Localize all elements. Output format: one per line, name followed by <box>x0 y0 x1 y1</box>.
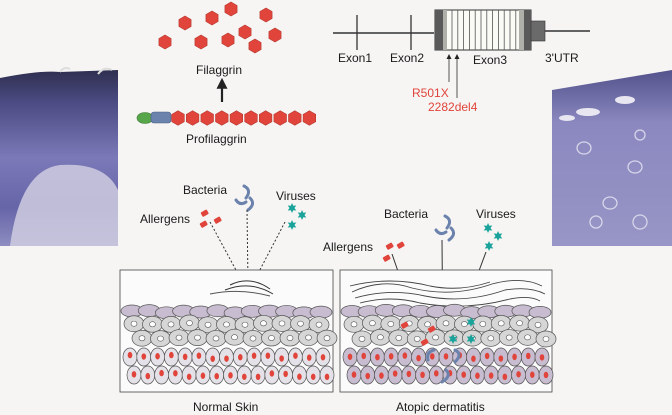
filaggrin-repeat <box>215 110 229 126</box>
histology-normal-image <box>0 67 118 246</box>
virus-icon <box>297 210 307 220</box>
s100-domain <box>136 112 154 124</box>
filaggrin-monomer <box>248 38 262 54</box>
filaggrin-monomer <box>178 15 192 31</box>
atopic-viruses <box>483 223 503 251</box>
filaggrin-monomer <box>158 34 172 50</box>
filaggrin-monomer <box>194 34 208 50</box>
b-domain <box>150 111 172 124</box>
filaggrin-monomer <box>205 10 219 26</box>
normal-skin-caption: Normal Skin <box>193 400 259 414</box>
normal-allergens-label: Allergens <box>140 212 191 226</box>
utr-label: 3'UTR <box>545 51 579 65</box>
normal-allergens <box>199 209 222 228</box>
filaggrin-repeat <box>288 110 302 126</box>
filaggrin-monomer <box>259 7 273 23</box>
virus-icon <box>483 223 493 233</box>
atopic-allergens-label: Allergens <box>323 240 374 254</box>
profilaggrin-label: Profilaggrin <box>186 132 247 146</box>
utr-block <box>530 20 546 42</box>
mutation-2282del4-label: 2282del4 <box>428 100 478 114</box>
normal-viruses-label: Viruses <box>276 189 316 203</box>
filaggrin-repeat <box>229 110 243 126</box>
exon3-block <box>434 9 532 51</box>
atopic-bacteria-label: Bacteria <box>384 207 429 221</box>
virus-icon <box>287 220 297 230</box>
filaggrin-repeat <box>186 110 200 126</box>
normal-bacteria <box>234 184 255 212</box>
filaggrin-monomer <box>224 1 238 17</box>
filaggrin-monomers <box>158 1 282 54</box>
normal-viruses <box>287 203 307 230</box>
filaggrin-repeat <box>244 110 258 126</box>
normal-skin-panel <box>119 269 338 393</box>
filaggrin-repeat <box>258 110 273 126</box>
profilaggrin-chain <box>136 110 317 126</box>
virus-icon <box>493 231 503 241</box>
flg-gene-structure <box>333 9 590 98</box>
atopic-skin-panel <box>339 269 557 393</box>
filaggrin-repeat <box>171 110 185 126</box>
normal-bacteria-label: Bacteria <box>183 183 228 197</box>
exon1-label: Exon1 <box>338 51 373 65</box>
filaggrin-label: Filaggrin <box>196 63 243 77</box>
exon3-label: Exon3 <box>473 53 508 67</box>
atopic-bacteria <box>434 214 456 242</box>
filaggrin-repeat <box>200 110 214 126</box>
atopic-viruses-label: Viruses <box>476 207 516 221</box>
filaggrin-repeat <box>273 110 287 126</box>
exon2-label: Exon2 <box>390 51 425 65</box>
virus-icon <box>484 241 494 251</box>
filaggrin-monomer <box>268 27 282 43</box>
mutation-r501x-label: R501X <box>412 86 449 100</box>
virus-icon <box>287 203 297 213</box>
atopic-allergens <box>382 241 405 262</box>
filaggrin-monomer <box>221 32 235 48</box>
filaggrin-monomer <box>238 24 252 40</box>
filaggrin-repeat <box>302 110 317 126</box>
histology-atopic-image <box>552 70 672 246</box>
atopic-dermatitis-caption: Atopic dermatitis <box>396 400 485 414</box>
